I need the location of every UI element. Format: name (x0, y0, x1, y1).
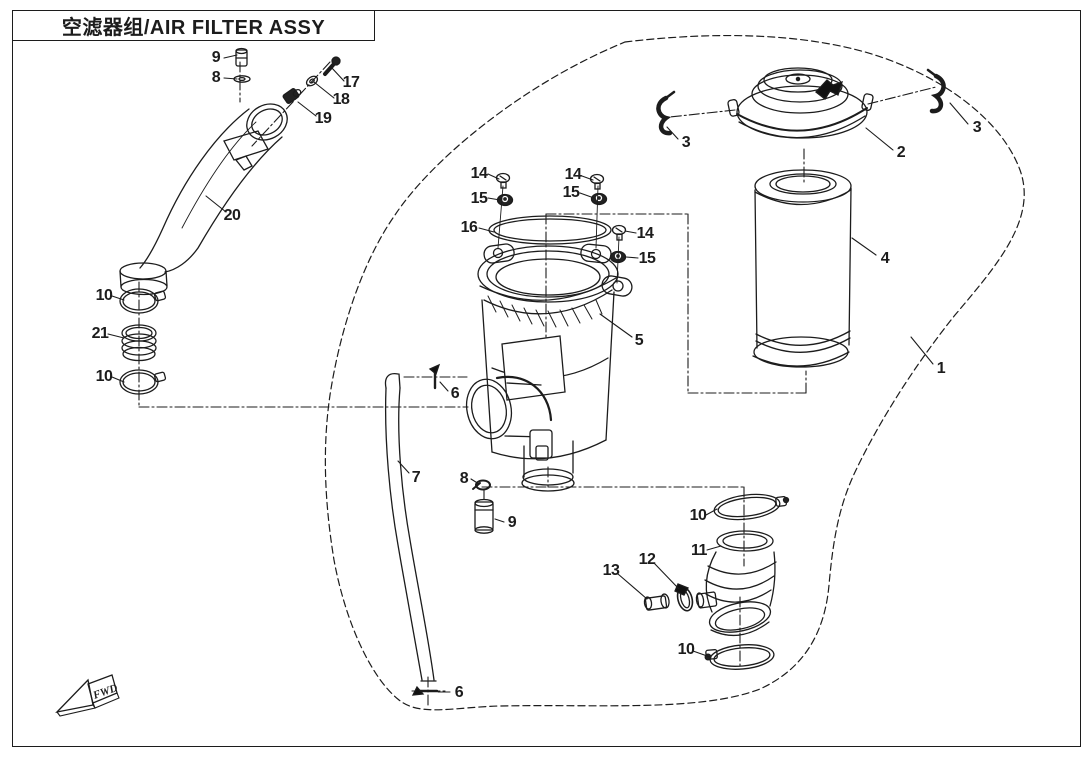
cover-latch-tab-right (861, 93, 874, 111)
housing-drain-spout (521, 429, 575, 492)
callout-10-d: 10 (677, 641, 695, 658)
fitting-13 (643, 593, 670, 611)
nut-19 (282, 88, 302, 104)
callout-9-top: 9 (211, 49, 221, 66)
callout-18: 18 (332, 91, 350, 108)
callout-17: 17 (342, 74, 360, 91)
callout-4: 4 (880, 250, 890, 267)
callout-2: 2 (896, 144, 906, 161)
outlet-clamp-top (713, 493, 790, 521)
callout-8-mid: 8 (459, 470, 469, 487)
hose-clamp-lower (119, 369, 167, 395)
callout-8-top: 8 (211, 69, 221, 86)
cover-bolt-right (611, 224, 627, 241)
outlet-boot (695, 530, 777, 636)
housing-ear-lower-right (601, 275, 633, 297)
callout-15-a: 15 (470, 190, 488, 207)
leader-lines (107, 54, 969, 693)
callout-21: 21 (91, 325, 109, 342)
cover-arrow-mark (815, 79, 843, 100)
callout-3-left: 3 (681, 134, 691, 151)
intake-duct (119, 103, 288, 296)
bolt-axis-lines (497, 185, 620, 284)
filter-housing (465, 243, 633, 492)
flange-nut-mid (590, 192, 608, 206)
callout-20: 20 (223, 207, 241, 224)
callout-3-right: 3 (972, 119, 982, 136)
title-box: 空滤器组/AIR FILTER ASSY (12, 10, 375, 41)
page-title: 空滤器组/AIR FILTER ASSY (61, 17, 326, 39)
callout-16: 16 (460, 219, 478, 236)
callout-12: 12 (638, 551, 656, 568)
callout-10-c: 10 (689, 507, 707, 524)
callout-15-b: 15 (562, 184, 580, 201)
callout-14-b: 14 (564, 166, 582, 183)
hose-clamp-upper (119, 288, 167, 314)
callout-10-a: 10 (95, 287, 113, 304)
callout-14-a: 14 (470, 165, 488, 182)
clip-6-bottom (411, 685, 439, 696)
callout-13: 13 (602, 562, 620, 579)
latch-clip-right (926, 68, 946, 114)
callout-1: 1 (936, 360, 946, 377)
callout-6-bottom: 6 (454, 684, 464, 701)
cover-latch-tab-left (727, 99, 740, 117)
housing-cover (727, 67, 874, 139)
cover-bolt-mid (589, 173, 605, 190)
assembly-boundary-outline (324, 34, 1025, 711)
filter-element (752, 169, 852, 368)
callout-9-mid: 9 (507, 514, 517, 531)
clip-6-top (428, 363, 441, 390)
callout-11: 11 (691, 542, 707, 559)
outlet-clamp-bottom (704, 644, 775, 670)
clamp-12 (674, 583, 694, 612)
fwd-arrow: FWD (55, 674, 120, 717)
washer-18 (305, 75, 319, 87)
screw-top (235, 47, 248, 67)
callout-10-b: 10 (95, 368, 113, 385)
callout-7: 7 (411, 469, 421, 486)
boot-nipple (695, 591, 718, 609)
callout-6-top: 6 (450, 385, 460, 402)
callout-14-c: 14 (636, 225, 654, 242)
drain-hose (384, 372, 437, 682)
bolt-17 (323, 56, 341, 76)
callout-5: 5 (634, 332, 644, 349)
coupler-sleeve (121, 324, 157, 362)
seal-ring (488, 215, 612, 245)
latch-clip-left (656, 90, 676, 136)
callout-15-c: 15 (638, 250, 656, 267)
plug-9-mid (474, 498, 494, 534)
page-border (12, 10, 1081, 747)
callout-19: 19 (314, 110, 332, 127)
